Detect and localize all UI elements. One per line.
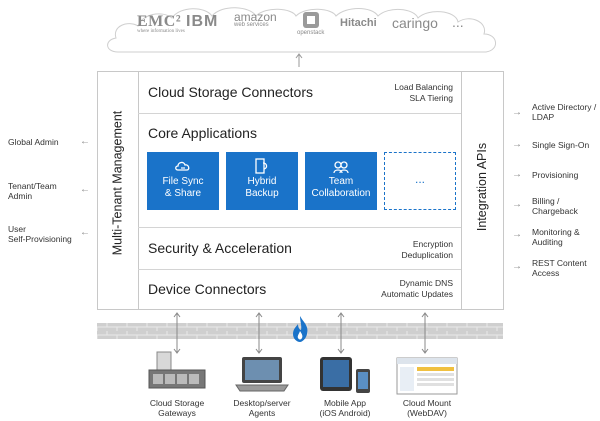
- multi-tenant-management-label: Multi-Tenant Management: [110, 110, 125, 256]
- right-arrow-icon: →: [512, 229, 522, 240]
- right-item-single-sign-on: Single Sign-On: [532, 140, 590, 150]
- hybrid-backup-icon: [255, 158, 268, 174]
- right-divider: [461, 71, 462, 309]
- device-label-mobile-app: Mobile App(iOS Android): [319, 398, 371, 418]
- openstack-icon: [302, 12, 319, 28]
- right-arrow-icon: →: [512, 261, 522, 272]
- bidirectional-arrow-icon: [421, 312, 429, 354]
- left-arrow-icon: ←: [80, 184, 90, 195]
- openstack-logo: openstack: [297, 10, 324, 36]
- row-title: Security & Acceleration: [148, 240, 292, 256]
- laptop-icon: [235, 357, 289, 392]
- up-arrow-icon: [295, 53, 303, 67]
- hitachi-logo: Hitachi: [340, 17, 377, 29]
- row-title: Core Applications: [148, 125, 257, 141]
- bidirectional-arrow-icon: [255, 312, 263, 354]
- right-item-provisioning: Provisioning: [532, 170, 579, 180]
- browser-window-icon: [396, 357, 458, 395]
- left-arrow-icon: ←: [80, 136, 90, 147]
- sync-cloud-icon: [175, 161, 190, 171]
- right-item-billing: Billing /Chargeback: [532, 196, 578, 216]
- right-arrow-icon: →: [512, 199, 522, 210]
- left-arrow-icon: ←: [80, 227, 90, 238]
- right-arrow-icon: →: [512, 169, 522, 180]
- file-sync-share-tile[interactable]: File Sync& Share: [147, 152, 219, 210]
- left-divider: [138, 71, 139, 309]
- row-title: Device Connectors: [148, 281, 267, 297]
- mobile-devices-icon: [320, 357, 370, 393]
- core-applications-row: Core Applications: [138, 113, 461, 228]
- server-appliance-icon: [148, 351, 206, 389]
- right-item-monitoring: Monitoring &Auditing: [532, 227, 580, 247]
- left-item-global-admin: Global Admin: [8, 137, 59, 147]
- caringo-logo: caringo: [392, 15, 438, 31]
- more-applications-tile[interactable]: ...: [384, 152, 456, 210]
- cloud-storage-providers: [107, 7, 496, 53]
- device-label-cloud-mount: Cloud Mount(WebDAV): [402, 398, 452, 418]
- right-arrow-icon: →: [512, 107, 522, 118]
- integration-apis-label: Integration APIs: [475, 142, 489, 232]
- row-title: Cloud Storage Connectors: [148, 84, 313, 100]
- bidirectional-arrow-icon: [173, 312, 181, 354]
- bidirectional-arrow-icon: [337, 312, 345, 354]
- ibm-logo: IBM: [186, 13, 219, 30]
- right-arrow-icon: →: [512, 139, 522, 150]
- right-item-active-directory: Active Directory /LDAP: [532, 102, 597, 122]
- more-providers-ellipsis: ...: [452, 14, 464, 30]
- team-collaboration-icon: [333, 161, 349, 174]
- firewall-flame-icon: [293, 316, 308, 342]
